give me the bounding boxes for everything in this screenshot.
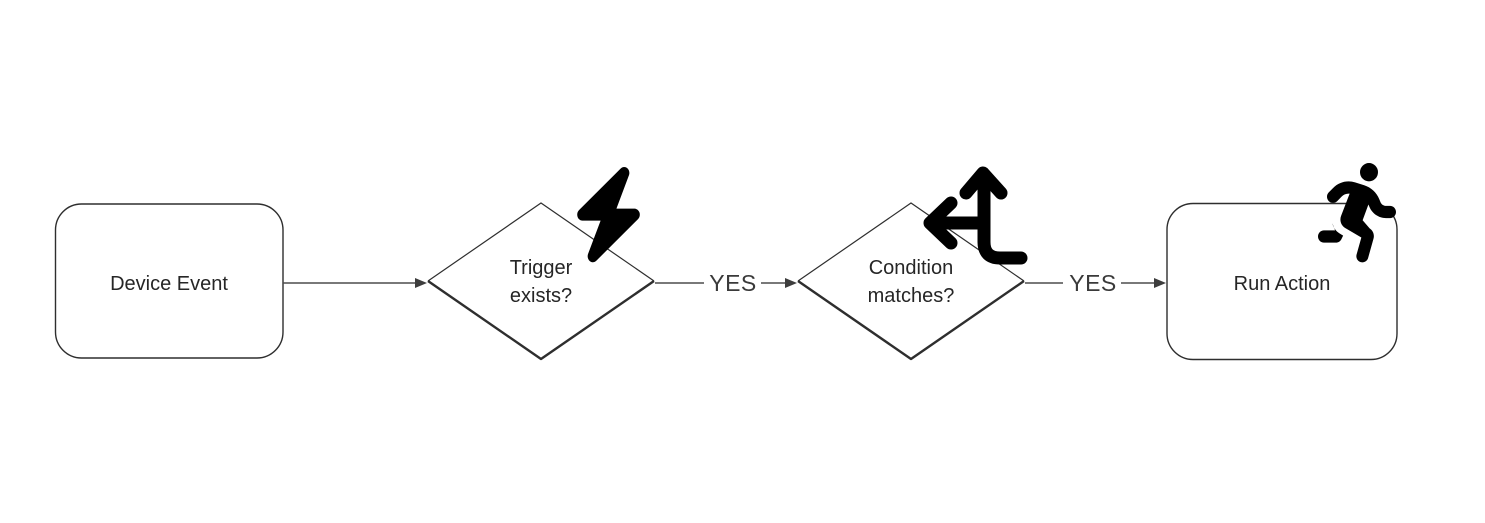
edge-label-yes-2: YES <box>1069 270 1117 296</box>
edge-label-yes-1: YES <box>709 270 757 296</box>
node-run-action-shape <box>1166 202 1398 361</box>
node-condition-matches-shape <box>797 202 1025 361</box>
node-condition-matches-label: Condition matches? <box>867 257 955 307</box>
node-device-event-label: Device Event <box>110 273 228 295</box>
arrowhead-icon <box>415 278 427 288</box>
person-running-icon <box>1318 163 1396 263</box>
split-arrows-icon <box>923 166 1028 265</box>
node-trigger-exists-label: Trigger exists? <box>509 257 573 307</box>
lightning-bolt-icon <box>577 166 640 263</box>
node-run-action-label: Run Action <box>1233 273 1331 295</box>
arrowheads <box>415 278 1166 288</box>
node-device-event-shape <box>54 203 284 359</box>
arrowhead-icon <box>1154 278 1166 288</box>
arrowhead-icon <box>785 278 797 288</box>
